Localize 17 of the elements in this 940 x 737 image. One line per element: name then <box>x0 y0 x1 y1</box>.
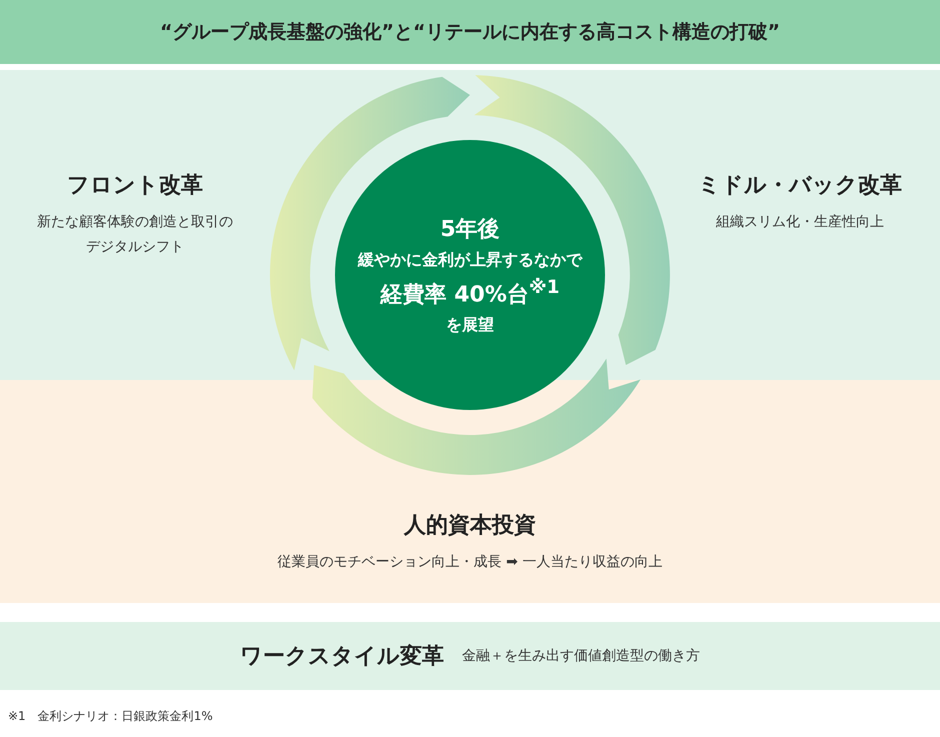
panel-heading: 人的資本投資 <box>402 512 537 540</box>
panel-heading: ミドル・バック改革 <box>697 172 903 200</box>
band-text: 金融＋を生み出す価値創造型の働き方 <box>462 647 700 665</box>
panel-text: 組織スリム化・生産性向上 <box>715 213 885 232</box>
center-text: 経費率 40%台$^{※1}$ <box>380 276 560 310</box>
center-text: を展望 <box>446 315 494 336</box>
title-text: “グループ成長基盤の強化”と“リテールに内在する高コスト構造の打破” <box>159 20 781 45</box>
band-heading: ワークスタイル変革 <box>240 642 444 671</box>
footnote: ※1 金利シナリオ：日銀政策金利1% <box>8 708 213 725</box>
panel <box>0 380 940 603</box>
panel-heading: フロント改革 <box>66 172 204 200</box>
footer-band <box>0 622 940 690</box>
title-band <box>0 0 940 64</box>
center-text: 5年後 <box>440 216 500 244</box>
panel-text: 従業員のモチベーション向上・成長 ➡ 一人当たり収益の向上 <box>276 553 664 572</box>
panel-text: 新たな顧客体験の創造と取引のデジタルシフト <box>36 213 234 257</box>
center-text: 緩やかに金利が上昇するなかで <box>358 250 582 271</box>
